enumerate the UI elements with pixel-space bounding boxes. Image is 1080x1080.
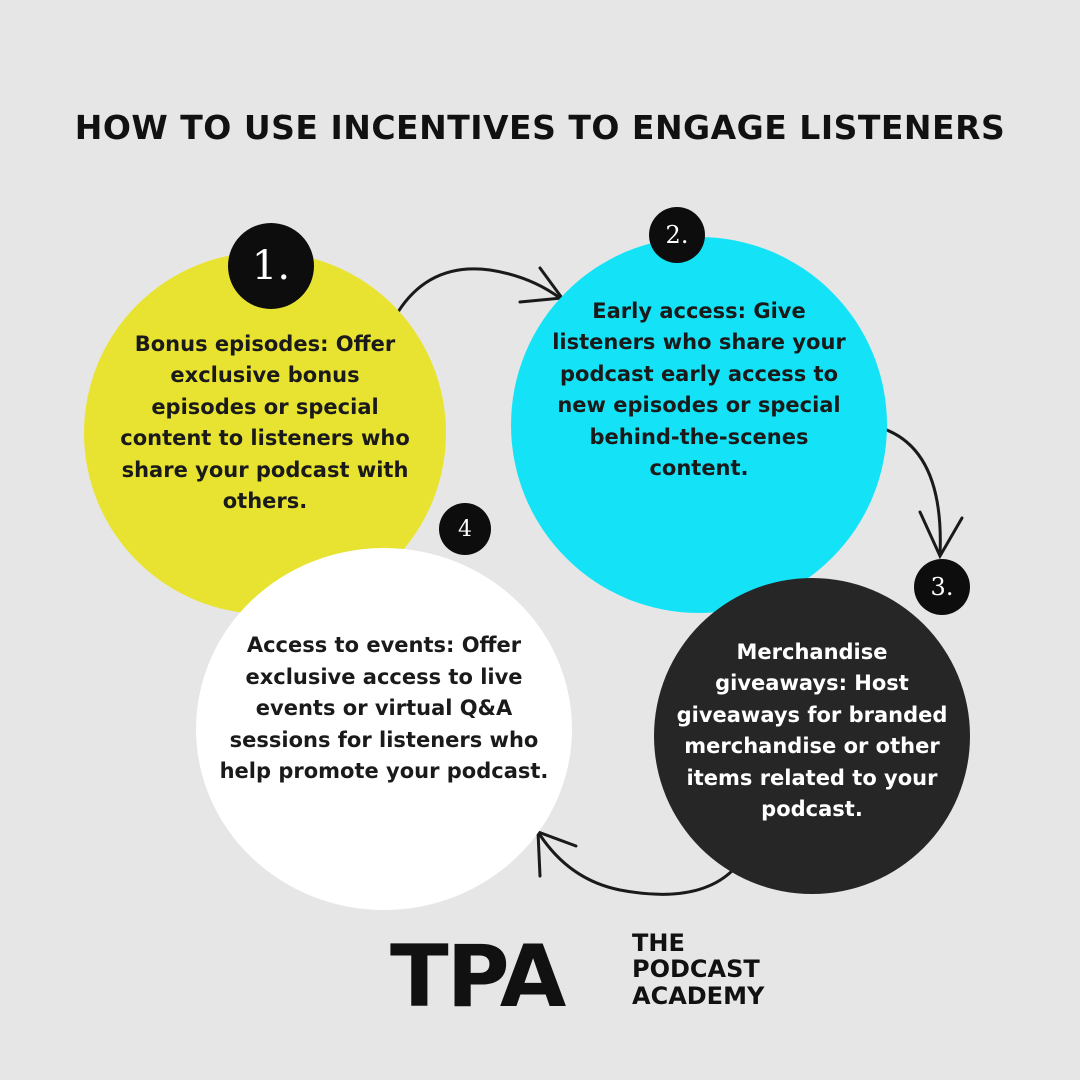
step-4-text: Access to events: Offer exclusive access… xyxy=(219,633,549,784)
logo-line-1: THE xyxy=(632,929,685,957)
step-3-circle: Merchandise giveaways: Host giveaways fo… xyxy=(654,578,970,894)
logo-line-3: ACADEMY xyxy=(632,981,765,1010)
step-4-circle: Access to events: Offer exclusive access… xyxy=(196,548,572,910)
step-3-number-badge: 3. xyxy=(914,559,970,615)
step-3-text: Merchandise giveaways: Host giveaways fo… xyxy=(676,639,948,822)
tpa-logo-mark: TPA xyxy=(390,927,566,1027)
page-title: HOW TO USE INCENTIVES TO ENGAGE LISTENER… xyxy=(74,108,1006,147)
arrow-1-to-2 xyxy=(396,267,562,314)
step-1-number-badge: 1. xyxy=(228,223,314,309)
step-1-text: Bonus episodes: Offer exclusive bonus ep… xyxy=(120,331,410,514)
step-2-text: Early access: Give listeners who share y… xyxy=(552,298,846,481)
step-4-number-badge: 4 xyxy=(439,503,491,555)
arrow-2-to-3-head xyxy=(918,510,964,560)
arrow-3-to-4 xyxy=(538,833,737,896)
logo-line-2: PODCAST xyxy=(632,955,760,984)
step-2-number-badge: 2. xyxy=(649,207,705,263)
step-2-circle: Early access: Give listeners who share y… xyxy=(511,237,887,613)
tpa-logo-text: THE PODCAST ACADEMY xyxy=(632,929,765,1010)
